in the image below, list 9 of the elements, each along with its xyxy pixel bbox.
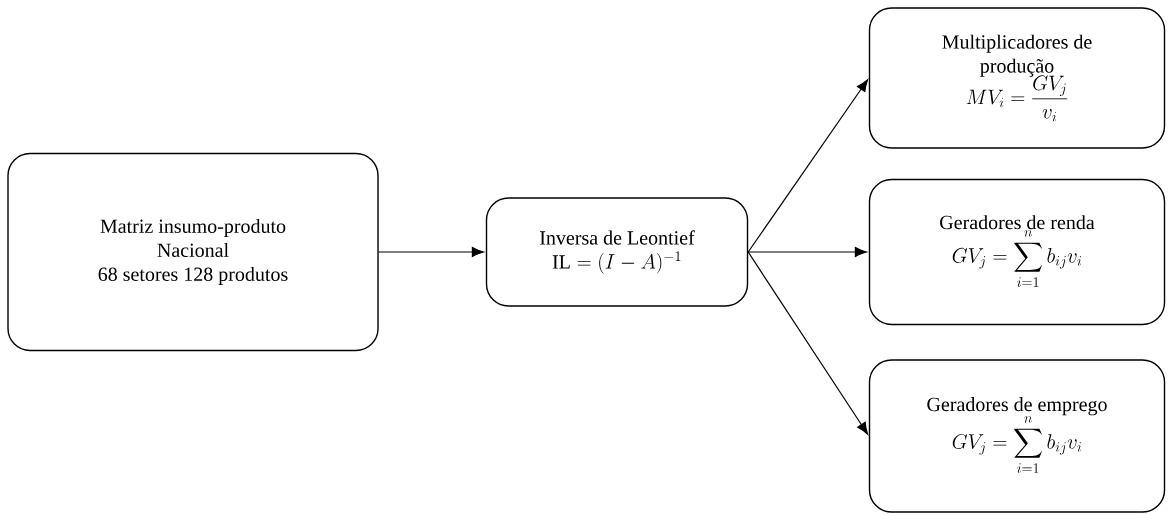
rounded-box: Geradores de renda $GV_j = \sum_{i=1}^{n} b_{ij} v_i$ [868,178,1166,326]
rounded-box: Inversa de Leontief $\mathrm{IL} = (I-A)^{-1}$ [485,197,749,307]
arrow [747,251,869,435]
arrow [747,79,869,253]
arrow [378,246,485,258]
rounded-box: Multiplicadores de produção $MV_i = \frac{GV_j}{v_i}$ [868,7,1166,149]
rounded-box: Geradores de emprego $GV_j = \sum_{i=1}^{n} b_{ij} v_i$ [868,359,1166,513]
rounded-box: Matriz insumo-produto Nacional 68 setores 128 produtos [7,152,379,352]
arrow [747,246,868,258]
